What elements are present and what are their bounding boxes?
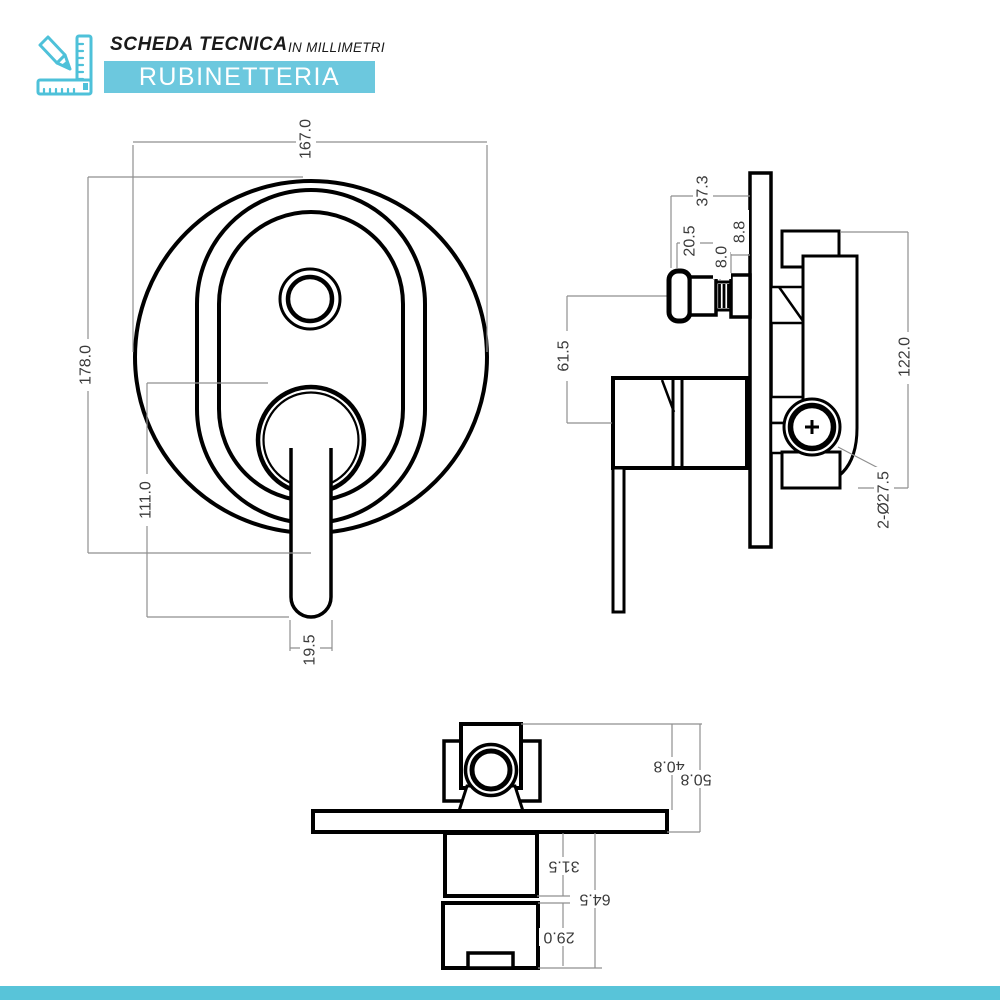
- ruler-pencil-logo-icon: [36, 34, 93, 96]
- unit-note: IN MILLIMETRI: [288, 40, 385, 55]
- dim-label-50-8: 50.8: [680, 771, 711, 788]
- dim-label-64-5: 64.5: [579, 891, 610, 908]
- dim-label-8-0: 8.0: [714, 246, 731, 268]
- dim-label-19-5: 19.5: [302, 634, 319, 665]
- bottom-lever-notch: [466, 951, 515, 970]
- front-lever: [289, 448, 333, 619]
- dim-label-29-0: 29.0: [543, 929, 574, 946]
- dim-label-122: 122.0: [897, 337, 914, 377]
- front-dim-overall-height: 178.0: [76, 176, 311, 554]
- side-body-lower-block: [780, 450, 842, 490]
- pencil-tip-fill: [62, 61, 70, 69]
- front-dim-handle-length: 111.0: [136, 382, 289, 618]
- front-lever-fill: [291, 450, 331, 617]
- bottom-dim-body-total: 50.8: [667, 724, 717, 833]
- side-lever: [611, 466, 626, 614]
- category-banner: RUBINETTERIA: [104, 61, 375, 93]
- bottom-view: 40.8 50.8 31.5 64.5 29.0: [311, 722, 717, 970]
- side-screw-port: [782, 397, 842, 457]
- bottom-port-inner: [469, 748, 513, 792]
- side-dim-knob-base: 8.8: [730, 210, 750, 273]
- dim-label-37-3: 37.3: [695, 175, 712, 206]
- sheet-title: SCHEDA TECNICA: [110, 34, 288, 55]
- side-knob-ribs: [718, 284, 730, 308]
- side-dim-body-height: 122.0: [840, 231, 915, 489]
- side-view: 37.3 20.5 8.0 8.8 61.5: [554, 166, 915, 614]
- ruler-horizontal-arm: [36, 78, 93, 96]
- side-dim-knob-stem: 8.0: [713, 235, 731, 280]
- ruler-horizontal-ticks: [42, 87, 76, 95]
- side-hub-detail: [660, 378, 684, 468]
- side-dim-knob-offset: 61.5: [554, 296, 612, 424]
- front-diverter-knob: [285, 274, 335, 324]
- dim-label-20-5: 20.5: [682, 225, 699, 256]
- bottom-dim-total-depth: 64.5: [538, 833, 616, 969]
- dim-label-holes: 2-Ø27.5: [876, 471, 893, 529]
- bottom-wall-plate: [311, 809, 669, 834]
- side-dim-knob-projection: 37.3: [670, 166, 750, 268]
- side-dim-holes: 2-Ø27.5: [837, 446, 894, 533]
- dim-label-111: 111.0: [138, 481, 155, 519]
- front-dim-lever-width: 19.5: [289, 620, 333, 673]
- footer-accent-bar: [0, 986, 1000, 1000]
- bottom-dim-body-to-plate: 40.8: [649, 724, 690, 810]
- screw-cross-icon: [805, 420, 819, 434]
- side-knob-cap: [666, 268, 693, 324]
- side-dim-knob-cap: 20.5: [676, 216, 721, 280]
- side-wall-plate: [748, 171, 773, 549]
- dim-label-61-5: 61.5: [556, 340, 573, 371]
- bottom-dim-lever-end: 29.0: [538, 902, 580, 966]
- dim-label-178: 178.0: [78, 345, 95, 385]
- bottom-dim-hub-depth: 31.5: [537, 833, 585, 897]
- front-view: 167.0 178.0 111.0 19.5: [76, 113, 489, 673]
- dim-label-167: 167.0: [298, 119, 315, 159]
- front-diverter-ring: [278, 267, 342, 331]
- side-handle-hub: [611, 376, 749, 470]
- ruler-corner-mark: [83, 83, 88, 90]
- side-knob-cylinder: [688, 275, 718, 317]
- front-dim-plate-diameter: 167.0: [132, 113, 488, 352]
- bottom-handle-hub: [443, 831, 539, 898]
- dim-label-8-8: 8.8: [732, 221, 749, 243]
- dim-label-31-5: 31.5: [548, 858, 579, 875]
- side-knob-collar: [729, 273, 752, 319]
